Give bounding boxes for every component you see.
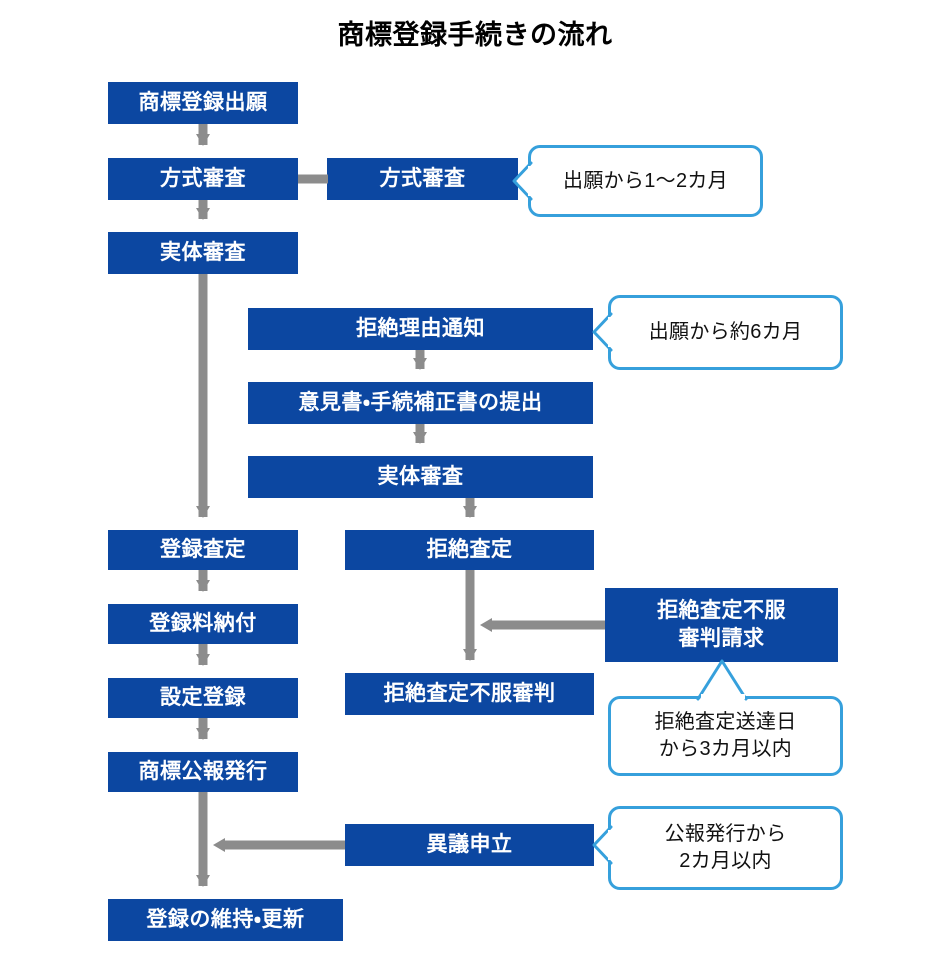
callout-text-line2: 2カ月以内 bbox=[679, 850, 772, 872]
callout-formality-period: 出願から1〜2カ月 bbox=[528, 145, 763, 217]
node-substantive-exam-mid[interactable]: 実体審査 bbox=[248, 456, 593, 498]
node-label: 登録料納付 bbox=[149, 611, 257, 635]
node-label: 拒絶査定 bbox=[426, 537, 513, 561]
node-appeal-request[interactable]: 拒絶査定不服 審判請求 bbox=[605, 588, 838, 662]
node-substantive-exam-left[interactable]: 実体審査 bbox=[108, 232, 298, 274]
node-gazette-publication[interactable]: 商標公報発行 bbox=[108, 752, 298, 792]
node-label: 実体審査 bbox=[377, 464, 464, 488]
callout-text-line1: 拒絶査定送達日 bbox=[654, 711, 797, 733]
node-label: 設定登録 bbox=[160, 685, 246, 709]
node-label: 登録の維持・更新 bbox=[146, 907, 305, 931]
callout-refusal-period: 出願から約6カ月 bbox=[608, 295, 843, 370]
callout-text-line2: から3カ月以内 bbox=[658, 738, 793, 760]
callout-text: 出願から約6カ月 bbox=[648, 321, 803, 343]
node-application[interactable]: 商標登録出願 bbox=[108, 82, 298, 124]
node-formality-exam-main[interactable]: 方式審査 bbox=[108, 158, 298, 200]
node-written-opinion[interactable]: 意見書・手続補正書の提出 bbox=[248, 382, 593, 424]
node-label: 拒絶理由通知 bbox=[356, 316, 485, 340]
node-maintenance-renewal[interactable]: 登録の維持・更新 bbox=[108, 899, 343, 941]
node-label: 商標登録出願 bbox=[138, 90, 268, 114]
tail-appeal-deadline bbox=[696, 659, 748, 701]
page-title: 商標登録手続きの流れ bbox=[337, 20, 613, 50]
node-label: 拒絶査定不服審判 bbox=[383, 681, 556, 705]
node-opposition[interactable]: 異議申立 bbox=[345, 824, 594, 866]
node-formality-exam-side[interactable]: 方式審査 bbox=[327, 158, 518, 200]
node-label: 方式審査 bbox=[160, 166, 246, 190]
node-refusal-decision[interactable]: 拒絶査定 bbox=[345, 530, 594, 570]
node-appeal-trial[interactable]: 拒絶査定不服審判 bbox=[345, 673, 594, 715]
node-label: 商標公報発行 bbox=[138, 759, 268, 783]
node-label: 方式審査 bbox=[379, 166, 466, 190]
callout-text: 出願から1〜2カ月 bbox=[563, 169, 728, 192]
node-refusal-reason-notice[interactable]: 拒絶理由通知 bbox=[248, 308, 593, 350]
callout-appeal-deadline: 拒絶査定送達日 から3カ月以内 bbox=[608, 696, 843, 776]
node-label-line1: 拒絶査定不服 bbox=[657, 599, 786, 623]
node-label: 登録査定 bbox=[160, 537, 246, 561]
node-registration-decision[interactable]: 登録査定 bbox=[108, 530, 298, 570]
callout-opposition-deadline: 公報発行から 2カ月以内 bbox=[608, 806, 843, 890]
callout-text-line1: 公報発行から bbox=[664, 823, 787, 845]
node-label: 実体審査 bbox=[160, 240, 246, 264]
node-establishment-registration[interactable]: 設定登録 bbox=[108, 678, 298, 718]
node-label: 異議申立 bbox=[426, 832, 513, 856]
node-label-line2: 審判請求 bbox=[678, 627, 765, 650]
node-label: 意見書・手続補正書の提出 bbox=[298, 390, 543, 414]
node-registration-fee[interactable]: 登録料納付 bbox=[108, 604, 298, 644]
